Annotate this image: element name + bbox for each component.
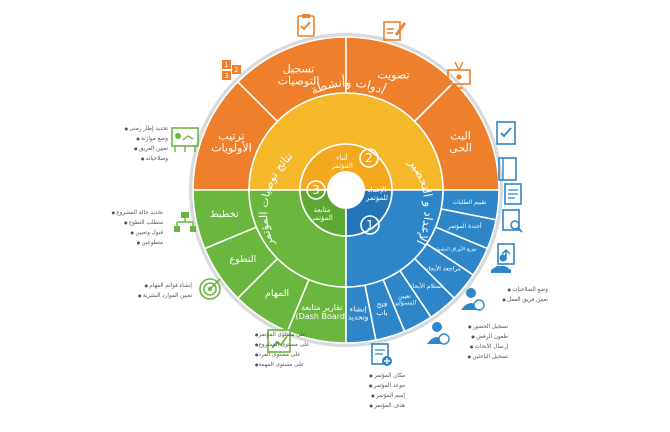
step-number: 2 xyxy=(365,151,373,165)
svg-text:2: 2 xyxy=(234,66,238,74)
outer-label-blue: أجندة المؤتمر xyxy=(447,221,482,229)
list-item: على مستوى المؤتمر xyxy=(255,330,335,340)
attendees-list: تسجيل الحضور طعون الرفض إرسال الأبحاث تس… xyxy=(448,322,508,362)
icons-layer: 123 xyxy=(171,14,523,366)
priorities-list: تحديد إطار زمنى وضع موازنة تعيين الفريق … xyxy=(98,124,168,164)
list-item: تعيين الفريق xyxy=(98,144,168,154)
step-number: 3 xyxy=(312,183,320,197)
outer-label-blue: مراجعة الأبحاث xyxy=(423,264,461,272)
list-item: تحديد إطار زمنى xyxy=(98,124,168,134)
target-icon xyxy=(199,278,221,300)
outer-label-blue: تقييم الطلبات xyxy=(452,199,486,206)
checklist-icon xyxy=(496,121,516,145)
list-item: وضع موازنة xyxy=(98,134,168,144)
list-item: تحديد حالة المشروع xyxy=(88,208,163,218)
list-item: مكان المؤتمر xyxy=(345,371,405,381)
conference-list: مكان المؤتمر موعد المؤتمر إسم المؤتمر هد… xyxy=(345,371,405,411)
step-number-ring xyxy=(306,180,326,200)
svg-text:3: 3 xyxy=(224,72,228,80)
outer-label-green: المهام xyxy=(265,288,289,299)
officials-list: وضع الصلاحيات تعيين فريق العمل xyxy=(478,285,548,305)
document-list-icon xyxy=(504,183,522,205)
step-number-ring xyxy=(360,215,380,235)
list-item: على مستوى الفرد xyxy=(255,350,335,360)
list-item: وضع الصلاحيات xyxy=(478,285,548,295)
outer-label-blue: استلام الأبحاث xyxy=(407,281,443,289)
center-hub xyxy=(327,171,365,209)
list-item: متطوعين xyxy=(88,238,163,248)
outer-label-blue: توزيع الأوراق المقبولة xyxy=(434,245,477,252)
svg-text:1: 1 xyxy=(224,61,228,69)
volunteering-list: تحديد حالة المشروع متطلب التطوع قبول وتع… xyxy=(88,208,163,248)
outer-label-green: التطوع xyxy=(230,253,257,264)
reports-list: على مستوى المؤتمر على مستوى المشروع على … xyxy=(255,330,335,370)
add-document-icon xyxy=(371,343,392,366)
numbered-blocks-icon: 123 xyxy=(222,60,241,80)
step-number: 1 xyxy=(366,218,374,232)
outer-label-green: تقارير متابعة(Dash Board) xyxy=(296,303,349,321)
outer-label-green: تخطيط xyxy=(210,209,239,220)
list-item: إنشاء قوائم المهام xyxy=(102,281,192,291)
presentation-board-icon xyxy=(171,127,199,152)
list-item: هدف المؤتمر xyxy=(345,401,405,411)
list-item: إسم المؤتمر xyxy=(345,391,405,401)
agenda-notebook-icon xyxy=(498,157,517,181)
broadcast-tv-icon xyxy=(447,61,471,89)
list-item: موعد المؤتمر xyxy=(345,381,405,391)
tasks-list: إنشاء قوائم المهام تعيين الموارد البشرية xyxy=(102,281,192,301)
clipboard-check-icon xyxy=(297,14,315,37)
org-chart-icon xyxy=(174,212,196,232)
document-search-icon xyxy=(502,209,523,233)
step-number-ring xyxy=(359,148,379,168)
list-item: طعون الرفض xyxy=(448,332,508,342)
outer-label-orange: تصويت xyxy=(377,68,409,81)
list-item: على مستوى المشروع xyxy=(255,340,335,350)
list-item: تسجيل الباحثين xyxy=(448,352,508,362)
list-item: تعيين فريق العمل xyxy=(478,295,548,305)
vote-edit-icon xyxy=(383,21,406,41)
list-item: قبول وتعيين xyxy=(88,228,163,238)
document-upload-icon xyxy=(497,243,515,265)
user-refresh-icon xyxy=(427,322,450,345)
hand-user-icon xyxy=(491,254,511,273)
list-item: على مستوى المهمة xyxy=(255,360,335,370)
list-item: تعيين الموارد البشرية xyxy=(102,291,192,301)
list-item: تسجيل الحضور xyxy=(448,322,508,332)
list-item: إرسال الأبحاث xyxy=(448,342,508,352)
list-item: متطلب التطوع xyxy=(88,218,163,228)
list-item: وصلاحياته xyxy=(98,154,168,164)
